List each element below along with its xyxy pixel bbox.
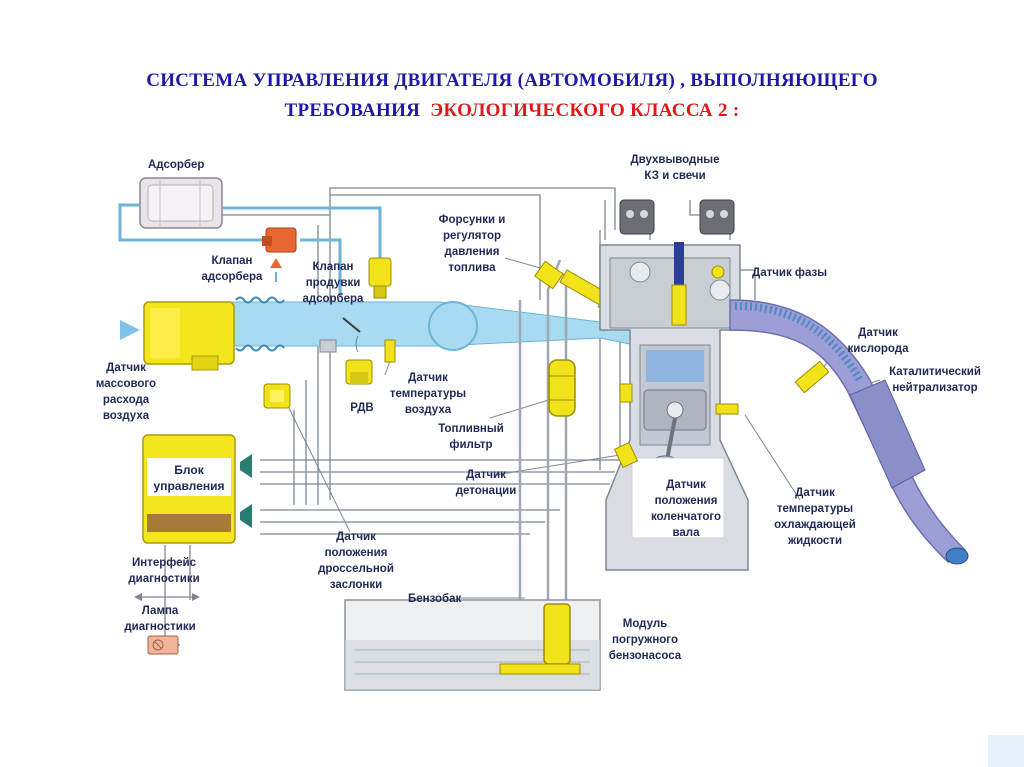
label-coolant-sensor-2: температуры (777, 503, 853, 515)
label-diag-lamp-2: диагностики (124, 621, 195, 633)
label-knock-sensor-1: Датчик (466, 469, 506, 481)
fuel-lines (518, 259, 568, 605)
air-intake (120, 296, 641, 352)
label-throttle-sensor-1: Датчик (336, 531, 376, 543)
label-crank-sensor-2: положения (655, 495, 718, 507)
diag-interface-arrow (134, 593, 200, 601)
label-maf-2: массового (96, 378, 156, 390)
label-crank-sensor-4: вала (672, 527, 700, 539)
label-catalyst-2: нейтрализатор (892, 382, 977, 394)
label-catalyst-1: Каталитический (889, 366, 981, 378)
label-ignition-coils-2: КЗ и свечи (644, 170, 705, 182)
adsorber-canister (139, 177, 223, 229)
throttle-assembly (319, 317, 373, 385)
label-purge-valve-1: Клапан (312, 261, 353, 273)
fuel-pump-module (499, 603, 581, 675)
coolant-temp-sensor (715, 403, 739, 415)
corner-decoration (988, 735, 1024, 767)
label-idle-regulator: РДВ (350, 402, 373, 414)
label-phase-sensor: Датчик фазы (752, 267, 827, 279)
label-fuel-tank: Бензобак (408, 593, 462, 605)
title-prefix: ТРЕБОВАНИЯ (284, 100, 421, 121)
label-fuel-pump-2: погружного (612, 634, 678, 646)
exhaust-pipe (729, 299, 969, 565)
label-throttle-sensor-4: заслонки (330, 579, 382, 591)
fuel-filter (548, 359, 576, 417)
label-fuel-pump-3: бензонасоса (609, 650, 682, 662)
label-knock-sensor-2: детонации (456, 485, 517, 497)
label-fuel-filter-2: фильтр (449, 439, 492, 451)
engine-side-sensor (619, 383, 633, 403)
label-ecu-2: управления (154, 479, 225, 493)
title-highlight: ЭКОЛОГИЧЕСКОГО КЛАССА 2 : (430, 100, 740, 121)
label-maf-1: Датчик (106, 362, 146, 374)
label-injectors-1: Форсунки и (439, 214, 506, 226)
label-purge-valve-2: продувки (306, 277, 361, 289)
catalytic-converter (849, 379, 926, 489)
label-air-temp-3: воздуха (405, 404, 452, 416)
diag-lamp (147, 635, 179, 655)
knock-sensor (613, 441, 639, 469)
vapor-hoses (118, 203, 382, 296)
oxygen-sensor (794, 360, 830, 394)
label-coolant-sensor-4: жидкости (787, 535, 842, 547)
label-crank-sensor-1: Датчик (666, 479, 706, 491)
cylinder-head (609, 242, 731, 329)
label-coolant-sensor-1: Датчик (795, 487, 835, 499)
label-adsorber-valve-2: адсорбера (202, 271, 264, 283)
label-maf-3: расхода (103, 394, 150, 406)
label-adsorber-valve-1: Клапан (211, 255, 252, 267)
label-air-temp-2: температуры (390, 388, 466, 400)
label-diag-interface-1: Интерфейс (132, 557, 197, 569)
labels: Адсорбер Двухвыводные КЗ и свечи Форсунк… (96, 154, 981, 662)
label-throttle-sensor-2: положения (325, 547, 388, 559)
label-injectors-4: топлива (448, 262, 496, 274)
label-fuel-filter-1: Топливный (438, 423, 504, 435)
adsorber-valve (262, 227, 297, 268)
label-oxygen-sensor-1: Датчик (858, 327, 898, 339)
phase-sensor (711, 265, 725, 279)
ignition-coils (619, 199, 735, 235)
label-injectors-2: регулятор (443, 230, 501, 242)
label-adsorber: Адсорбер (148, 159, 204, 171)
ecu-block (142, 434, 252, 544)
title-line-2: ТРЕБОВАНИЯ ЭКОЛОГИЧЕСКОГО КЛАССА 2 : (0, 100, 1024, 122)
label-injectors-3: давления (445, 246, 500, 258)
label-maf-4: воздуха (103, 410, 150, 422)
label-coolant-sensor-3: охлаждающей (774, 519, 856, 531)
label-diag-lamp-1: Лампа (142, 605, 179, 617)
label-oxygen-sensor-2: кислорода (848, 343, 910, 355)
label-ecu-1: Блок (174, 463, 204, 477)
label-fuel-pump-1: Модуль (623, 618, 668, 630)
label-ignition-coils-1: Двухвыводные (630, 154, 719, 166)
label-air-temp-1: Датчик (408, 372, 448, 384)
throttle-position-sensor (263, 383, 291, 409)
label-purge-valve-3: адсорбера (303, 293, 365, 305)
air-temp-sensor (384, 339, 396, 363)
label-throttle-sensor-3: дроссельной (318, 563, 394, 575)
maf-sensor (143, 301, 235, 371)
title-line-1: СИСТЕМА УПРАВЛЕНИЯ ДВИГАТЕЛЯ (АВТОМОБИЛЯ… (146, 70, 878, 91)
label-crank-sensor-3: коленчатого (651, 511, 721, 523)
purge-valve (368, 257, 392, 299)
label-diag-interface-2: диагностики (128, 573, 199, 585)
